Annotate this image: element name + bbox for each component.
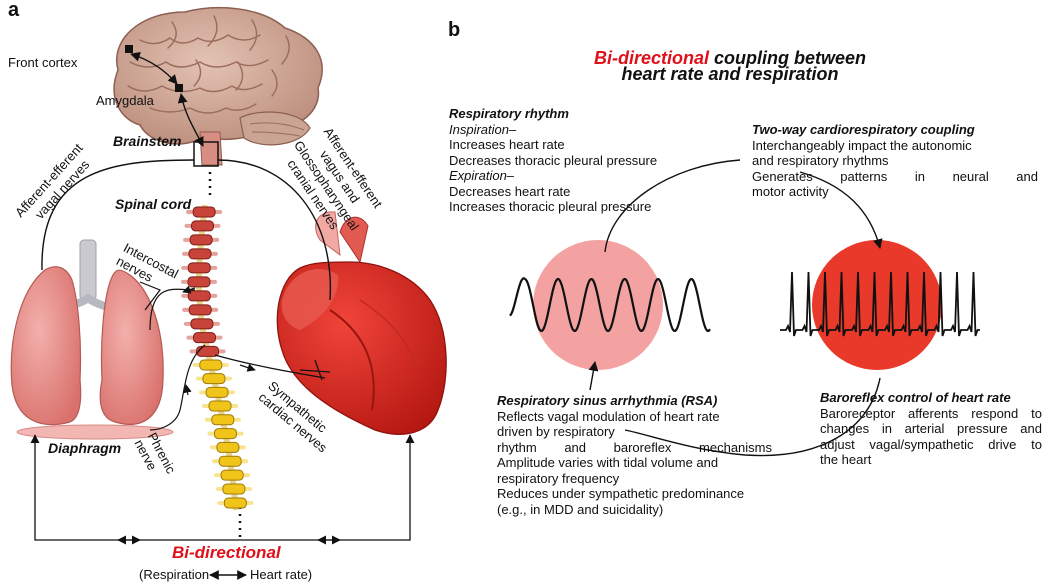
baroreflex-heading: Baroreflex control of heart rate bbox=[820, 390, 1011, 405]
panel-a-label: a bbox=[8, 0, 20, 21]
vertebra bbox=[187, 262, 211, 274]
respiration-circle bbox=[533, 240, 663, 370]
vertebra bbox=[188, 248, 212, 260]
vertebra bbox=[218, 455, 242, 467]
two-way-line-1: Interchangeably impact the autonomic bbox=[752, 137, 972, 153]
inspiration-line-2: Decreases thoracic pleural pressure bbox=[449, 152, 658, 168]
title-coupling: coupling between bbox=[709, 48, 867, 68]
expiration-line-2: Increases thoracic pleural pressure bbox=[449, 199, 652, 214]
rsa-line-2: driven by respiratory bbox=[497, 424, 615, 439]
vertebra bbox=[190, 318, 214, 330]
title-bidirectional: Bi-directional bbox=[593, 48, 709, 68]
bidirectional-label: Bi-directional bbox=[172, 543, 281, 562]
two-way-line-4: motor activity bbox=[752, 184, 829, 199]
vertebra bbox=[222, 483, 246, 495]
panel-b-label: b bbox=[448, 19, 461, 41]
vertebra bbox=[208, 400, 232, 412]
vertebra bbox=[213, 428, 237, 440]
rsa-line-1: Reflects vagal modulation of heart rate bbox=[497, 408, 720, 424]
expiration-label: Expiration– bbox=[449, 168, 515, 183]
vertebra bbox=[187, 276, 211, 288]
vertebra bbox=[205, 386, 229, 398]
spine-icon bbox=[180, 204, 254, 511]
front-cortex-label: Front cortex bbox=[8, 55, 78, 70]
rsa-line-3: rhythm and baroreflex mechanisms bbox=[497, 439, 772, 455]
vertebra bbox=[202, 373, 226, 385]
two-way-heading: Two-way cardiorespiratory coupling bbox=[752, 122, 975, 137]
vertebra bbox=[223, 497, 247, 509]
heart-icon bbox=[276, 211, 447, 435]
two-way-coupling-block: Two-way cardiorespiratory coupling Inter… bbox=[752, 122, 1038, 200]
brainstem-box bbox=[193, 141, 219, 167]
baroreflex-line-1: Baroreceptor afferents respond to bbox=[820, 405, 1042, 421]
vertebra bbox=[187, 290, 211, 302]
baroreflex-line-4: the heart bbox=[820, 452, 872, 467]
amygdala-marker bbox=[175, 84, 183, 92]
vertebra bbox=[191, 220, 215, 232]
vertebra bbox=[188, 304, 212, 316]
rsa-block: Respiratory sinus arrhythmia (RSA) Refle… bbox=[497, 393, 772, 517]
vertebra bbox=[189, 234, 213, 246]
ecg-wave-icon bbox=[780, 271, 980, 337]
vertebra bbox=[196, 345, 220, 357]
respiration-wave-icon bbox=[509, 277, 711, 333]
rsa-heading: Respiratory sinus arrhythmia (RSA) bbox=[497, 393, 718, 408]
respiratory-rhythm-heading: Respiratory rhythm bbox=[449, 106, 569, 121]
rsa-line-5: respiratory frequency bbox=[497, 470, 620, 486]
brainstem-label: Brainstem bbox=[113, 133, 182, 149]
rsa-line-7: (e.g., in MDD and suicidality) bbox=[497, 501, 664, 517]
baroreflex-line-3: adjust vagal/sympathetic drive to bbox=[820, 436, 1042, 452]
vertebra bbox=[192, 332, 216, 344]
heart-rate-caption: Heart rate) bbox=[250, 567, 313, 582]
amygdala-label: Amygdala bbox=[96, 93, 154, 108]
vertebra bbox=[192, 206, 216, 218]
respiratory-rhythm-block: Respiratory rhythm Inspiration– Increase… bbox=[449, 106, 657, 215]
diaphragm-label: Diaphragm bbox=[48, 440, 122, 456]
vertebra bbox=[220, 469, 244, 481]
front-cortex-marker bbox=[125, 45, 133, 53]
expiration-line-1: Decreases heart rate bbox=[449, 183, 571, 199]
baroreflex-line-2: changes in arterial pressure and bbox=[820, 421, 1042, 436]
brain-icon bbox=[113, 6, 323, 166]
inspiration-label: Inspiration– bbox=[449, 121, 517, 137]
vertebra bbox=[199, 359, 223, 371]
two-way-line-3: Generates patterns in neural and bbox=[752, 168, 1038, 184]
panel-b-title: Bi-directional coupling between heart ra… bbox=[520, 48, 940, 84]
title-line-2: heart rate and respiration bbox=[621, 64, 839, 84]
vertebra bbox=[216, 441, 240, 453]
rsa-line-6: Reduces under sympathetic predominance bbox=[497, 486, 745, 501]
respiration-caption: (Respiration bbox=[139, 567, 210, 582]
inspiration-line-1: Increases heart rate bbox=[449, 137, 565, 152]
heart-rate-circle bbox=[812, 240, 942, 370]
baroreflex-block: Baroreflex control of heart rate Barorec… bbox=[820, 390, 1042, 468]
two-way-line-2: and respiratory rhythms bbox=[752, 153, 889, 168]
vertebra bbox=[211, 414, 235, 426]
rsa-line-4: Amplitude varies with tidal volume and bbox=[497, 455, 719, 470]
spinal-cord-label: Spinal cord bbox=[115, 196, 192, 212]
